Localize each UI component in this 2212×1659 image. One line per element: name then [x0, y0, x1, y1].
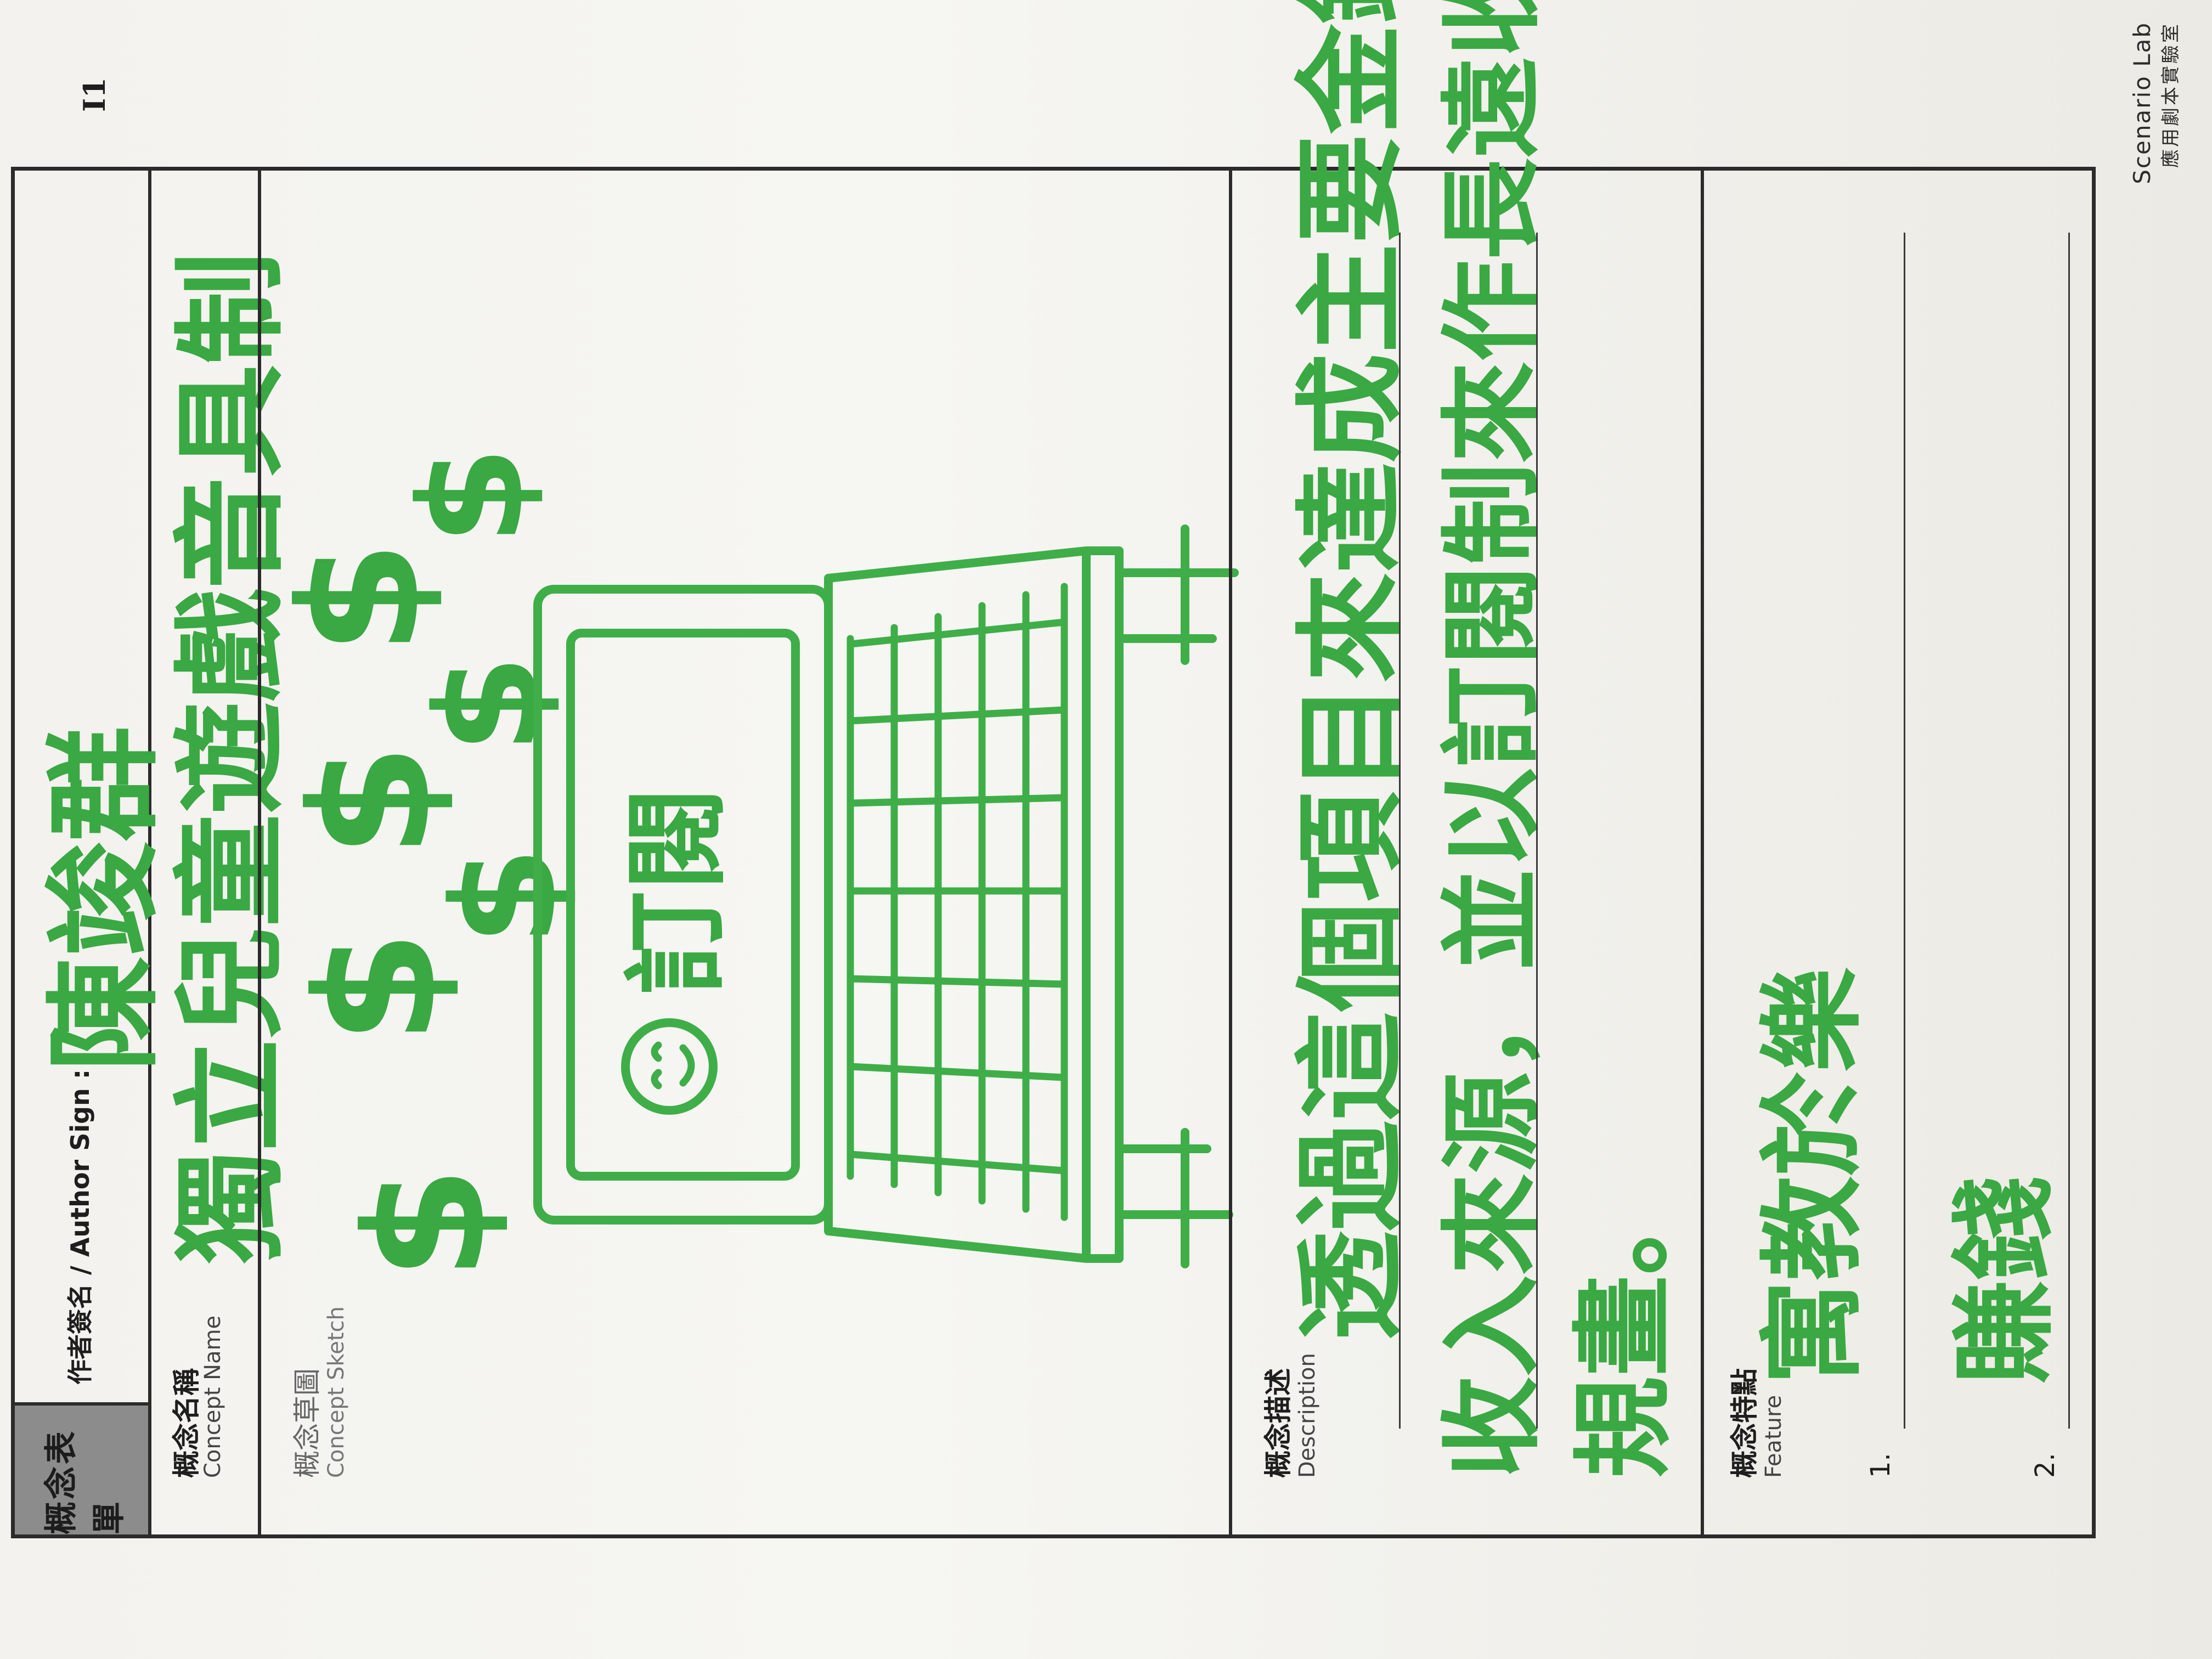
feature-rule: [2068, 233, 2070, 1429]
description-line: 透過這個項目來達成主要金錢: [1286, 0, 1415, 1341]
brand-name-en: Scenario Lab: [2129, 22, 2155, 184]
description-divider: [1701, 167, 1704, 1538]
feature-number: 2.: [2030, 1453, 2061, 1478]
dollar-symbol: $: [406, 654, 572, 754]
concept-sketch-drawing: $ $ $ $ $ $ $ 訂閱: [285, 446, 1239, 1280]
description-line: 規畫。: [1564, 1173, 1683, 1478]
form-title: 概念表單: [42, 1429, 128, 1534]
concept-sketch-label-en: Concept Sketch: [324, 1306, 349, 1478]
concept-name-label-en: Concept Name: [200, 1315, 225, 1478]
laptop-screen: 訂閱: [533, 585, 833, 1224]
dollar-symbol: $: [285, 540, 456, 655]
feature-rule: [1904, 233, 1905, 1429]
laptop-keyboard: [824, 546, 1124, 1263]
dollar-symbol: $: [330, 1166, 522, 1280]
author-sign-label: 作者簽名 / Author Sign :: [65, 1069, 95, 1385]
subscription-label: 訂閱: [617, 787, 738, 995]
description-rule: [1536, 233, 1538, 1429]
description-rule: [1399, 233, 1401, 1429]
brand-name-zh: 應用劇本實驗室: [2160, 22, 2182, 168]
dollar-symbol: $: [422, 847, 588, 946]
description-line: 收入來源，並以訂閱制來作長遠收入: [1432, 0, 1551, 1478]
concept-name-divider: [258, 167, 261, 1538]
sketch-divider: [1229, 167, 1232, 1538]
description-label: 概念描述: [1262, 1368, 1294, 1478]
feature-value: 賺錢: [1943, 1176, 2066, 1385]
footer-brand: Scenario Lab 應用劇本實驗室: [2129, 22, 2182, 184]
title-cell-divider: [11, 1402, 148, 1406]
dollar-symbol: $: [285, 743, 467, 858]
feature-label-en: Feature: [1761, 1395, 1786, 1478]
feature-number: 1.: [1865, 1453, 1896, 1478]
dollar-symbol: $: [285, 930, 472, 1045]
concept-sketch-label: 概念草圖: [291, 1368, 323, 1478]
device-stand: [1115, 524, 1239, 1268]
feature-value: 寓教於樂: [1751, 967, 1874, 1385]
form-title-cell: 概念表單: [15, 1406, 149, 1534]
dollar-symbol: $: [390, 446, 555, 545]
description-label-en: Description: [1295, 1353, 1320, 1478]
feature-label: 概念特點: [1729, 1368, 1760, 1478]
form-code: I1: [77, 77, 112, 112]
concept-name-label: 概念名稱: [171, 1368, 202, 1478]
dollar-symbols: $ $ $ $ $ $ $: [285, 446, 588, 1280]
concept-name-value: 獨立兒童遊戲音具制: [165, 252, 297, 1264]
